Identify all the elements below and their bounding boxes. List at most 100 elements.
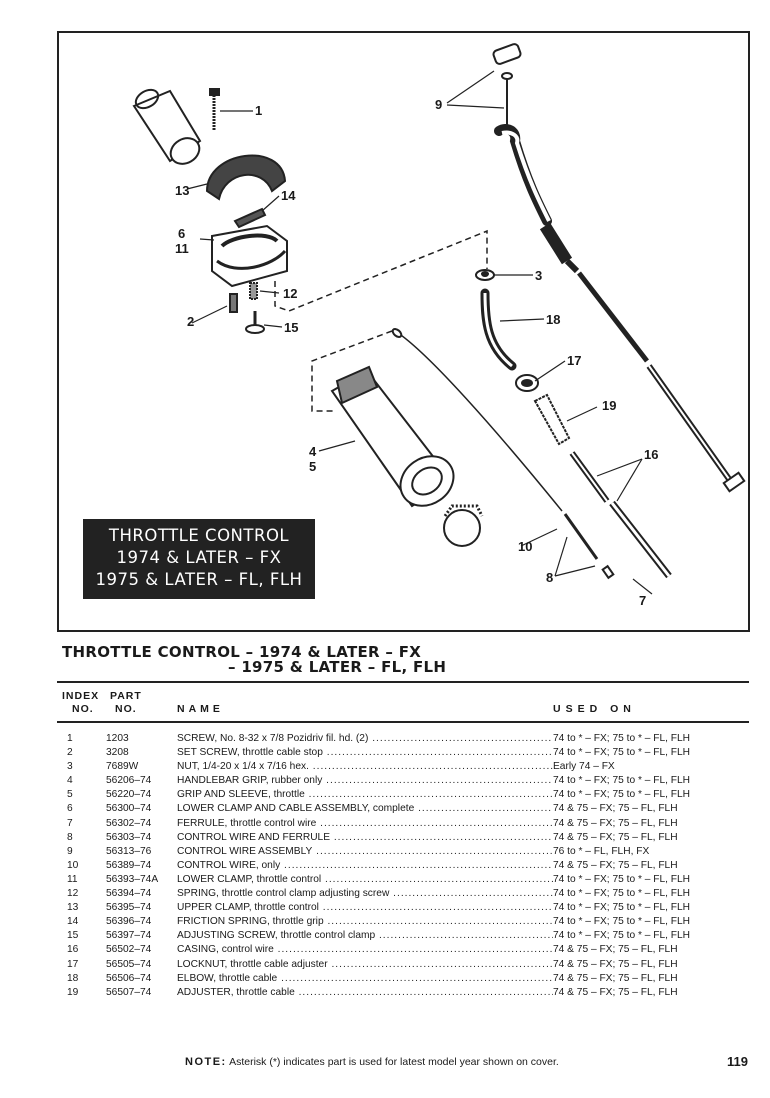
section-title: THROTTLE CONTROL – 1974 & LATER – FX – 1…: [62, 645, 446, 675]
dot-leader: ........................................…: [316, 845, 553, 857]
part-name-cell: UPPER CLAMP, throttle control ..........…: [177, 901, 553, 915]
control-wire-illustration: [394, 330, 563, 512]
part-name-text: SET SCREW, throttle cable stop: [177, 747, 323, 759]
part-number-cell: 1203: [106, 733, 129, 744]
dot-leader: ........................................…: [281, 972, 553, 984]
used-on-header: USED ON: [553, 703, 636, 715]
part-name-cell: FERRULE, throttle control wire .........…: [177, 817, 553, 831]
callout-3: 3: [535, 268, 542, 283]
callout-15: 15: [284, 320, 298, 335]
page-number: 119: [727, 1054, 748, 1069]
index-cell: 7: [67, 817, 73, 829]
used-on-cell: 74 & 75 – FX; 75 – FL, FLH: [553, 986, 678, 998]
part-name-cell: LOWER CLAMP AND CABLE ASSEMBLY, complete…: [177, 802, 553, 816]
used-on-cell: 74 & 75 – FX; 75 – FL, FLH: [553, 817, 678, 829]
part-name-text: CONTROL WIRE, only: [177, 859, 281, 871]
callout-7: 7: [639, 593, 646, 608]
dot-leader: ........................................…: [326, 775, 553, 787]
dot-leader: ........................................…: [333, 831, 553, 843]
part-number-cell: 56303–74: [106, 831, 152, 843]
part-number-cell: 56397–74: [106, 930, 152, 942]
part-number-cell: 3208: [106, 747, 129, 759]
callout-1: 1: [255, 103, 262, 118]
used-on-cell: 74 & 75 – FX; 75 – FL, FLH: [553, 944, 678, 956]
hex-nut-illustration: [475, 269, 495, 281]
part-name-cell: CONTROL WIRE ASSEMBLY ..................…: [177, 845, 553, 859]
used-on-cell: 74 & 75 – FX; 75 – FL, FLH: [553, 859, 678, 871]
callout-16: 16: [644, 447, 658, 462]
index-cell: 10: [67, 859, 79, 871]
index-cell: 16: [67, 944, 79, 956]
part-header: PART NO.: [110, 690, 142, 716]
used-on-cell: 74 & 75 – FX; 75 – FL, FLH: [553, 958, 678, 970]
dot-leader: ........................................…: [284, 859, 553, 871]
index-cell: 9: [67, 845, 73, 857]
footer-note: NOTE: Asterisk (*) indicates part is use…: [185, 1056, 559, 1068]
used-on-cell: 74 to * – FX; 75 to * – FL, FLH: [553, 747, 691, 759]
dot-leader: ........................................…: [418, 803, 553, 815]
part-number-cell: 56396–74: [106, 916, 152, 928]
part-number-cell: 56502–74: [106, 944, 152, 956]
part-name-text: LOCKNUT, throttle cable adjuster: [177, 958, 328, 970]
callout-2: 2: [187, 314, 194, 329]
used-on-cell: 74 to * – FX; 75 to * – FL, FLH: [553, 733, 691, 744]
index-cell: 17: [67, 958, 79, 970]
dot-leader: ........................................…: [372, 733, 553, 744]
part-name-text: SPRING, throttle control clamp adjusting…: [177, 888, 390, 900]
adjusting-screw-illustration: [245, 311, 265, 334]
used-on-cell: 74 to * – FX; 75 to * – FL, FLH: [553, 789, 691, 801]
part-name-cell: CONTROL WIRE AND FERRULE ...............…: [177, 831, 553, 845]
index-cell: 12: [67, 888, 79, 900]
grip-cap-illustration: [443, 504, 484, 547]
part-name-cell: SET SCREW, throttle cable stop .........…: [177, 746, 553, 760]
diagram-frame: [57, 31, 750, 632]
used-on-cell: Early 74 – FX: [553, 761, 615, 773]
index-cell: 13: [67, 902, 79, 914]
table-row: 12 56394–74 SPRING, throttle control clamp…: [57, 887, 749, 901]
diagram-title-box: THROTTLE CONTROL 1974 & LATER – FX 1975 …: [83, 519, 315, 599]
part-number-cell: 7689W: [106, 761, 139, 773]
index-cell: 18: [67, 972, 79, 984]
part-name-text: CASING, control wire: [177, 944, 274, 956]
dot-leader: ........................................…: [298, 986, 553, 998]
callout-19: 19: [602, 398, 616, 413]
part-name-text: FERRULE, throttle control wire: [177, 817, 317, 829]
part-header-line-2: NO.: [115, 703, 137, 715]
dot-leader: ........................................…: [325, 873, 553, 885]
callout-11: 11: [175, 241, 189, 256]
callout-5: 5: [309, 459, 316, 474]
grip-tube-illustration: [132, 88, 202, 165]
part-name-text: NUT, 1/4-20 x 1/4 x 7/16 hex.: [177, 761, 309, 773]
dot-leader: ........................................…: [378, 930, 553, 942]
name-header: NAME: [177, 703, 224, 715]
header-top-rule: [57, 681, 749, 683]
callout-18: 18: [546, 312, 560, 327]
used-on-cell: 74 to * – FX; 75 to * – FL, FLH: [553, 888, 691, 900]
part-name-text: FRICTION SPRING, throttle grip: [177, 916, 324, 928]
part-name-cell: LOCKNUT, throttle cable adjuster .......…: [177, 958, 553, 972]
part-name-cell: NUT, 1/4-20 x 1/4 x 7/16 hex. ..........…: [177, 760, 553, 774]
assembly-guide-line: [274, 229, 488, 312]
index-header-line-2: NO.: [72, 703, 94, 715]
index-header-line-1: INDEX: [62, 690, 100, 702]
part-name-text: LOWER CLAMP, throttle control: [177, 873, 322, 885]
part-name-text: UPPER CLAMP, throttle control: [177, 902, 319, 914]
part-number-cell: 56506–74: [106, 972, 152, 984]
index-cell: 5: [67, 789, 73, 801]
dot-leader: ........................................…: [331, 958, 553, 970]
table-row: 18 56506–74 ELBOW, throttle cable ........…: [57, 972, 749, 986]
part-number-cell: 56393–74A: [106, 873, 159, 885]
part-number-cell: 56394–74: [106, 888, 152, 900]
part-name-cell: ELBOW, throttle cable ..................…: [177, 972, 553, 986]
callout-8: 8: [546, 570, 553, 585]
friction-spring-illustration: [233, 207, 267, 229]
